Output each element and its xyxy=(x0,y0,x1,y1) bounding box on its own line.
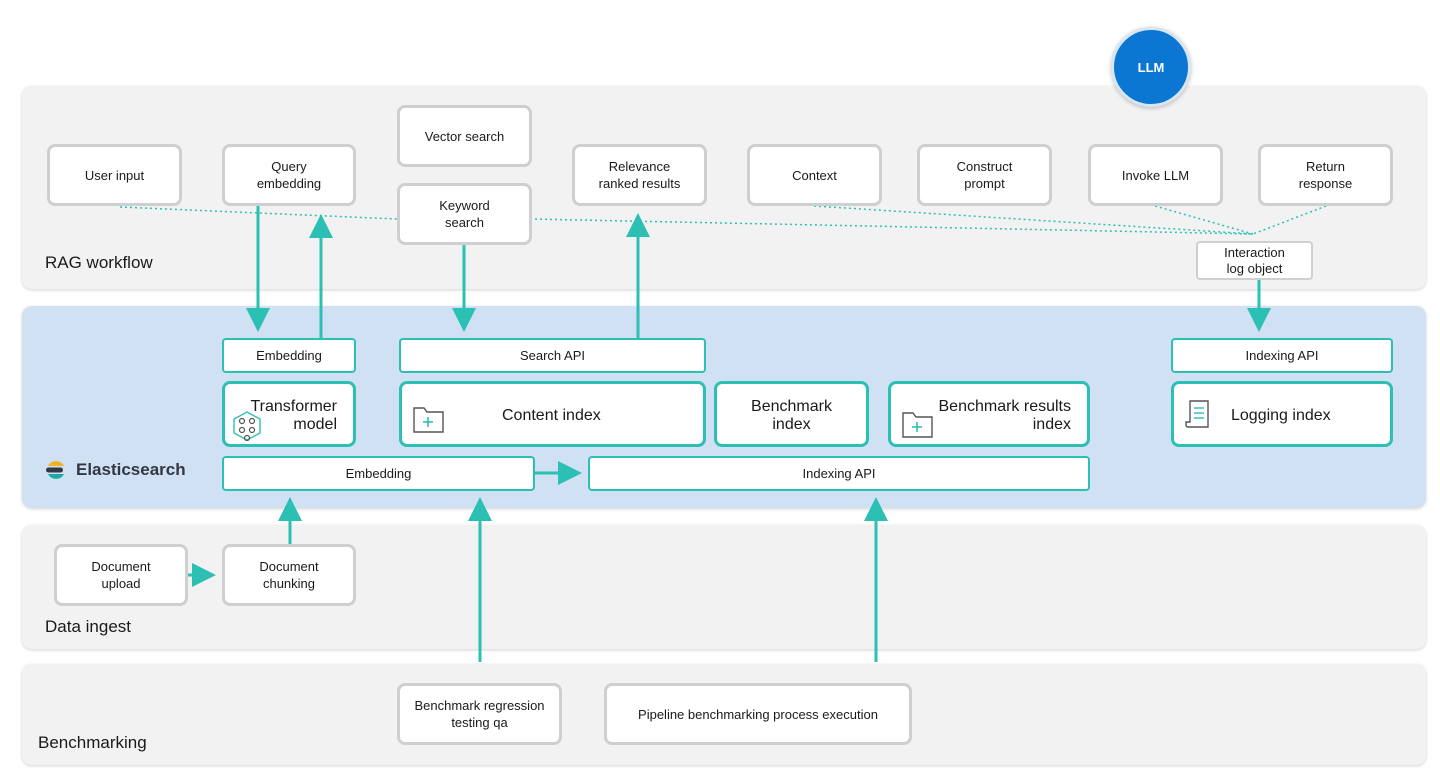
keyword-search-box: Keyword search xyxy=(397,183,532,245)
embedding-api-bottom: Embedding xyxy=(222,456,535,491)
indexing-api-top: Indexing API xyxy=(1171,338,1393,373)
document-chunking-box: Document chunking xyxy=(222,544,356,606)
vector-search-box: Vector search xyxy=(397,105,532,167)
content-index-label: Content index xyxy=(502,407,601,424)
rag-workflow-label: RAG workflow xyxy=(45,253,153,272)
content-index-box: Content index xyxy=(399,381,706,447)
llm-node: LLM xyxy=(1111,27,1191,107)
logging-index-box: Logging index xyxy=(1171,381,1393,447)
data-ingest-label: Data ingest xyxy=(45,617,131,636)
logging-index-label: Logging index xyxy=(1231,407,1331,424)
relevance-ranked-results-box: Relevance ranked results xyxy=(572,144,707,206)
context-box: Context xyxy=(747,144,882,206)
benchmark-index-box: Benchmark index xyxy=(714,381,869,447)
interaction-log-object-box: Interaction log object xyxy=(1196,241,1313,280)
folder-plus-icon xyxy=(413,407,444,433)
elasticsearch-label: Elasticsearch xyxy=(76,460,186,479)
search-api-box: Search API xyxy=(399,338,706,373)
folder-plus-icon-2 xyxy=(902,412,933,438)
transformer-model-box: Transformer model xyxy=(222,381,356,447)
benchmark-index-label: Benchmark index xyxy=(751,398,832,433)
return-response-box: Return response xyxy=(1258,144,1393,206)
benchmarking-label: Benchmarking xyxy=(38,733,147,752)
benchmark-results-index-label: Benchmark results index xyxy=(938,398,1072,433)
pipeline-benchmarking-box: Pipeline benchmarking process execution xyxy=(604,683,912,745)
construct-prompt-box: Construct prompt xyxy=(917,144,1052,206)
embedding-api-top: Embedding xyxy=(222,338,356,373)
model-icon xyxy=(233,411,261,442)
document-upload-box: Document upload xyxy=(54,544,188,606)
elasticsearch-logo: Elasticsearch xyxy=(44,458,186,482)
user-input-box: User input xyxy=(47,144,182,206)
elasticsearch-icon xyxy=(46,461,64,479)
invoke-llm-box: Invoke LLM xyxy=(1088,144,1223,206)
query-embedding-box: Query embedding xyxy=(222,144,356,206)
transformer-model-label: Transformer model xyxy=(250,398,337,433)
benchmark-results-index-box: Benchmark results index xyxy=(888,381,1090,447)
indexing-api-bottom: Indexing API xyxy=(588,456,1090,491)
document-scroll-icon xyxy=(1185,400,1209,428)
benchmark-regression-box: Benchmark regression testing qa xyxy=(397,683,562,745)
